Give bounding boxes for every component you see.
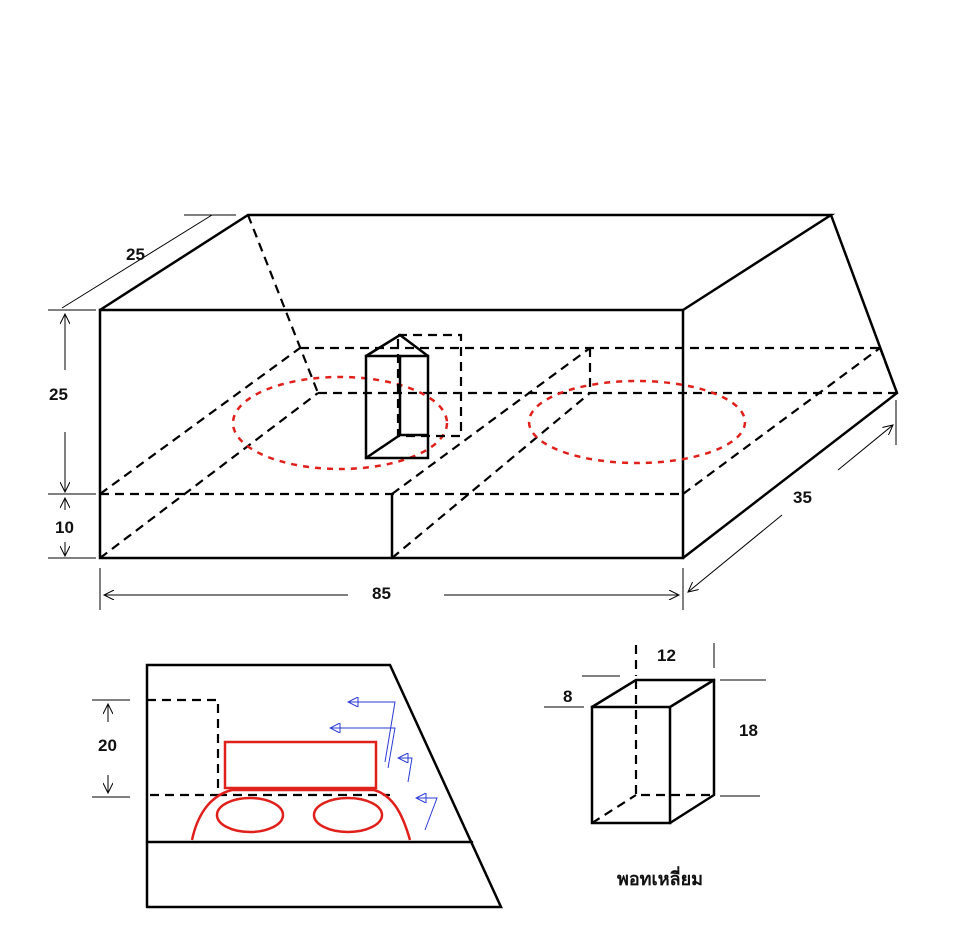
dimension-lines [48,214,897,610]
speaker-right [527,379,747,465]
hidden-left-diag-low [99,392,319,559]
main-box [98,213,899,560]
section-speaker-left [215,796,285,834]
hidden-divider-diag-low [391,392,591,559]
hidden-left-diag [99,347,301,495]
right-side [681,213,899,560]
dim-base-height: 10 [55,518,74,537]
dim-port-width: 12 [657,646,676,665]
section-port-rect [223,740,378,790]
dim-port-depth: 8 [563,687,572,706]
port-in-box [364,333,463,460]
cross-section [92,663,503,909]
hidden-divider-diag [391,347,591,495]
hidden-slope-edge [246,214,320,394]
port-detail [544,643,766,825]
hidden-right-diag [682,347,881,495]
speaker-left [231,375,449,471]
section-speaker-mount [190,788,412,841]
section-speaker-right [312,796,384,834]
dim-section-height: 20 [98,736,117,755]
airflow-arrows [330,702,438,831]
port-caption: พอทเหลี่ยม [617,866,703,890]
dim-box-height: 25 [49,385,68,404]
dim-top-depth: 25 [126,245,145,264]
dim-port-height: 18 [739,721,758,740]
dim-box-length: 85 [372,584,391,603]
dim-side-depth: 35 [793,488,812,507]
hidden-right-edge [878,347,899,394]
top-face [98,213,836,312]
